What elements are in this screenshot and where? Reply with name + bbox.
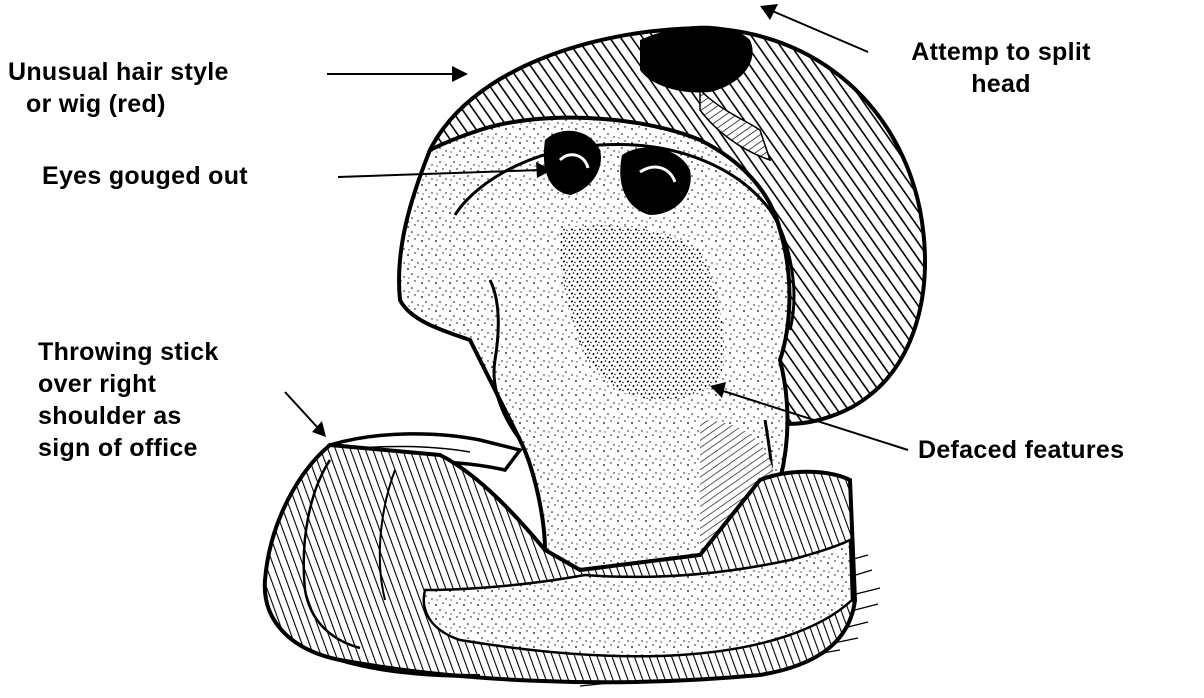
label-hair-line2: or wig (red) [8, 88, 229, 120]
arrowhead-hair-icon [452, 66, 468, 82]
label-split: Attemp to split head [876, 36, 1126, 100]
label-defaced-line1: Defaced features [918, 434, 1124, 466]
label-defaced: Defaced features [918, 434, 1124, 466]
label-stick-line3: shoulder as [38, 400, 219, 432]
label-split-line1: Attemp to split [876, 36, 1126, 68]
label-split-line2: head [876, 68, 1126, 100]
label-hair: Unusual hair style or wig (red) [8, 56, 229, 120]
label-stick-line2: over right [38, 368, 219, 400]
leader-stick [285, 392, 318, 428]
label-eyes-line1: Eyes gouged out [42, 160, 248, 192]
label-stick: Throwing stick over right shoulder as si… [38, 336, 219, 464]
label-eyes: Eyes gouged out [42, 160, 248, 192]
label-hair-line1: Unusual hair style [8, 56, 229, 88]
label-stick-line4: sign of office [38, 432, 219, 464]
label-stick-line1: Throwing stick [38, 336, 219, 368]
